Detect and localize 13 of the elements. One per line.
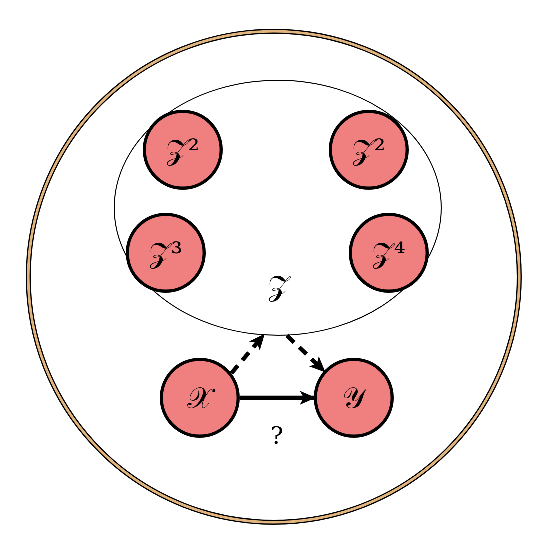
dashed-arrow — [230, 334, 266, 375]
circle-node: 𝒵⁴ — [349, 213, 429, 293]
set-label: 𝒵 — [268, 270, 290, 302]
ellipse — [114, 80, 442, 336]
arrow — [240, 391, 316, 405]
circle-node: 𝒳 — [160, 358, 240, 438]
circle-node: 𝒵² — [143, 110, 223, 190]
outer-circle — [26, 29, 522, 525]
edge-label: ? — [270, 424, 284, 448]
circle-node: 𝒵² — [329, 110, 409, 190]
dashed-arrow — [286, 334, 326, 373]
circle-node: 𝒴 — [314, 358, 394, 438]
circle-node: 𝒵³ — [126, 213, 206, 293]
